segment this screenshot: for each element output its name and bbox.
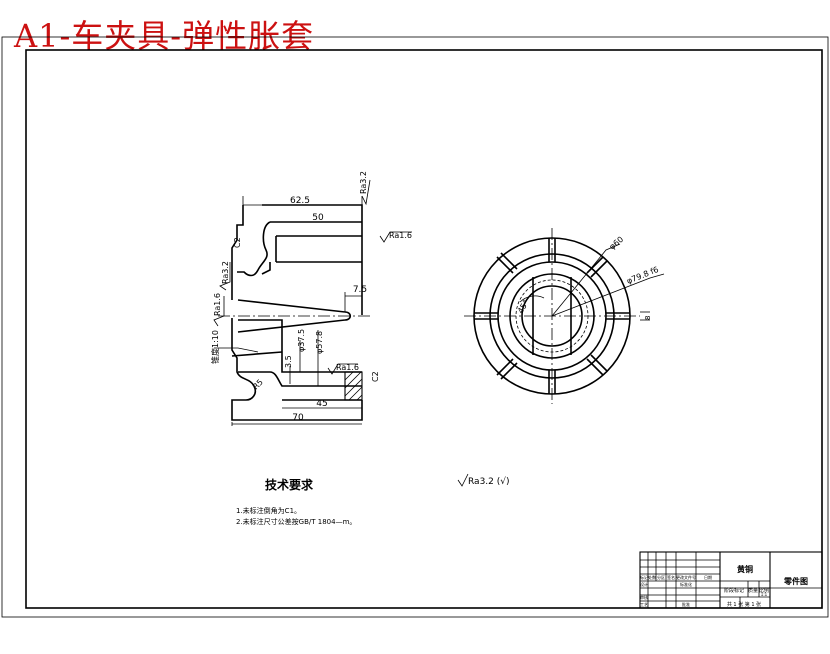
dim-60: φ60: [608, 235, 626, 252]
tech-note-1: 1.未标注倒角为C1。: [236, 506, 301, 515]
tb-weight: 质量: [748, 587, 758, 594]
tb-check: 审核: [640, 594, 648, 600]
dim-57-8: φ57.8: [315, 331, 324, 354]
tb-sheet: 共 1 张 第 1 张: [727, 601, 761, 608]
angle-45: 45°: [516, 298, 531, 315]
tb-stage: 阶段标记: [724, 587, 744, 594]
tb-sign: 签名: [667, 574, 675, 580]
tech-heading: 技术要求: [265, 477, 314, 492]
roughness-inner: Ra1.6: [336, 363, 359, 372]
taper-label: 锥度1:10: [210, 330, 220, 364]
tb-scale: 比例: [759, 587, 769, 594]
tb-area: 分区: [657, 574, 665, 580]
dim-45: 45: [316, 399, 327, 409]
roughness-left-1: Ra3.2: [221, 261, 230, 284]
dim-37-5: φ37.5: [297, 329, 306, 352]
dim-50: 50: [312, 213, 324, 223]
tb-scale-value: 1:1: [761, 592, 768, 597]
dim-79-8: φ79.8 f6: [625, 265, 659, 286]
roughness-bore: Ra1.6: [389, 231, 412, 240]
tb-std: 标准化: [680, 581, 692, 587]
tech-note-2: 2.未标注尺寸公差按GB/T 1804—m。: [236, 517, 356, 526]
dim-70: 70: [292, 413, 304, 423]
tb-change: 更改文件号: [676, 574, 696, 580]
chamfer-bottom: C2: [371, 371, 380, 382]
roughness-general: Ra3.2 (√): [468, 476, 510, 487]
tb-design: 设计: [640, 581, 648, 587]
tb-mark: 标记: [640, 574, 648, 580]
tb-approve: 批准: [682, 601, 690, 607]
outer-border: [1, 36, 829, 618]
end-view: φ60 φ79.8 f6 8 45°: [464, 228, 665, 404]
tb-drawing-type: 零件图: [783, 576, 808, 586]
title-block: [639, 551, 823, 609]
tb-count: 处数: [648, 574, 656, 580]
dim-3-5: 3.5: [284, 355, 293, 368]
drawing-title: A1-车夹具-弹性胀套: [14, 17, 315, 55]
tb-process: 工艺: [640, 602, 648, 607]
roughness-left-2: Ra1.6: [213, 293, 222, 316]
dim-62-5: 62.5: [290, 196, 310, 206]
dim-8: 8: [644, 316, 652, 320]
tb-date: 日期: [704, 574, 712, 580]
roughness-top: Ra3.2: [359, 171, 368, 194]
inner-frame: [25, 49, 823, 609]
section-view: 62.5 50 7.5 45 70 φ37.5 φ57.8 3.5 C2 C2 …: [210, 171, 412, 426]
tb-material: 黄铜: [737, 564, 753, 574]
radius-label: R5: [251, 378, 265, 392]
dim-7-5: 7.5: [353, 285, 367, 295]
chamfer-top: C2: [233, 237, 242, 248]
